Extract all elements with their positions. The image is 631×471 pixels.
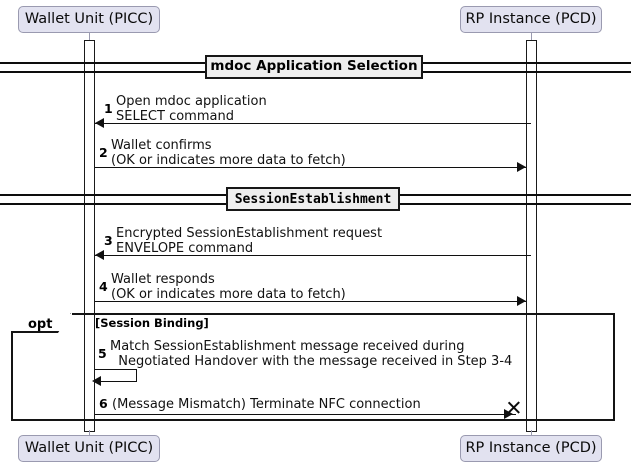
message-3-arrowhead	[95, 250, 104, 260]
message-3-number: 3	[104, 233, 113, 248]
divider-2-label: SessionEstablishment	[226, 187, 400, 211]
participant-rp-top[interactable]: RP Instance (PCD)	[460, 6, 602, 33]
divider-2-label-text: SessionEstablishment	[234, 191, 392, 207]
stub-wallet-bottom	[89, 430, 90, 436]
message-1-label-line1: Open mdoc application	[116, 94, 267, 109]
message-4-arrow-line	[95, 301, 526, 302]
fragment-opt-condition: [Session Binding]	[95, 316, 209, 330]
divider-1-label-text: mdoc Application Selection	[210, 58, 418, 75]
message-5-self-loop	[95, 369, 137, 382]
message-2-arrowhead	[517, 162, 526, 172]
participant-wallet-top[interactable]: Wallet Unit (PICC)	[18, 6, 160, 33]
message-3-arrow-line	[95, 255, 531, 256]
message-6-number: 6	[99, 396, 108, 411]
destroy-marker-x	[506, 400, 521, 415]
message-5-arrowhead	[92, 376, 101, 386]
message-3-label-line2: ENVELOPE command	[116, 241, 254, 256]
participant-rp-bottom-label: RP Instance (PCD)	[465, 440, 597, 457]
message-2-number: 2	[99, 145, 108, 160]
divider-1-label: mdoc Application Selection	[205, 55, 423, 79]
participant-wallet-bottom-label: Wallet Unit (PICC)	[24, 440, 154, 457]
message-6-label-line1: (Message Mismatch) Terminate NFC connect…	[112, 397, 421, 412]
message-6-arrow-line	[95, 414, 516, 415]
message-2-arrow-line	[95, 167, 526, 168]
stub-rp-bottom	[531, 430, 532, 436]
stub-rp-top	[531, 33, 532, 40]
fragment-opt	[11, 313, 615, 421]
message-1-arrowhead	[95, 118, 104, 128]
participant-rp-bottom[interactable]: RP Instance (PCD)	[460, 435, 602, 462]
participant-wallet-top-label: Wallet Unit (PICC)	[24, 11, 154, 28]
message-1-label-line2: SELECT command	[116, 109, 234, 124]
message-2-label-line2: (OK or indicates more data to fetch)	[111, 153, 346, 168]
message-4-label-line1: Wallet responds	[111, 272, 215, 287]
message-2-label-line1: Wallet confirms	[111, 138, 212, 153]
fragment-opt-tab	[11, 311, 72, 333]
message-3-label-line1: Encrypted SessionEstablishment request	[116, 226, 383, 241]
message-4-arrowhead	[517, 296, 526, 306]
message-5-label-line2: Negotiated Handover with the message rec…	[110, 354, 513, 369]
message-5-number: 5	[98, 346, 107, 361]
participant-wallet-bottom[interactable]: Wallet Unit (PICC)	[18, 435, 160, 462]
message-1-arrow-line	[95, 123, 531, 124]
message-5-label-line1: Match SessionEstablishment message recei…	[110, 339, 465, 354]
message-4-number: 4	[99, 279, 108, 294]
message-1-number: 1	[104, 101, 113, 116]
message-4-label-line2: (OK or indicates more data to fetch)	[111, 287, 346, 302]
participant-rp-top-label: RP Instance (PCD)	[465, 11, 597, 28]
stub-wallet-top	[89, 33, 90, 40]
fragment-opt-operator: opt	[28, 317, 53, 332]
